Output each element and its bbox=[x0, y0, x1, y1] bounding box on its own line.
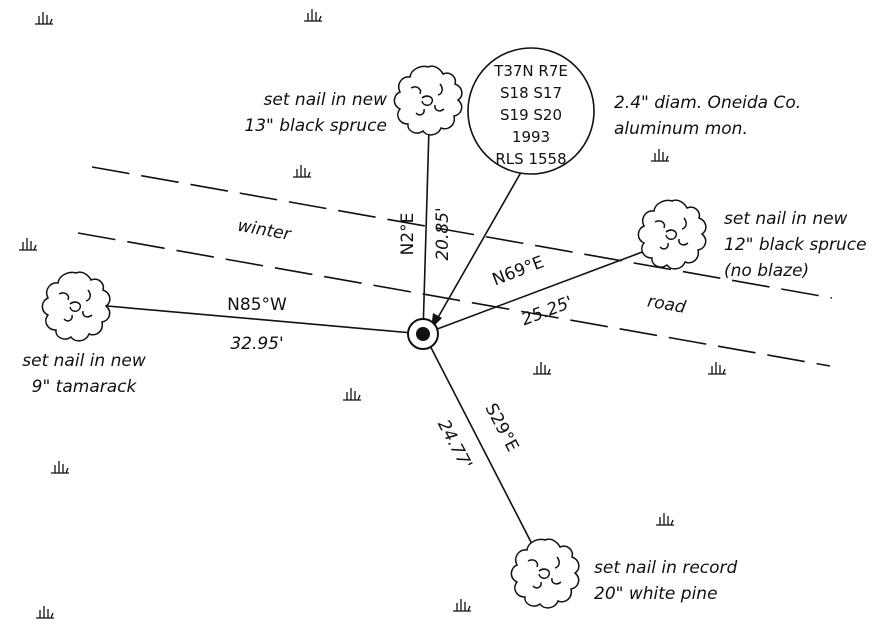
marsh-symbol-icon bbox=[35, 605, 55, 619]
tie-line-north bbox=[422, 127, 430, 335]
tie-line-west bbox=[106, 305, 425, 335]
marsh-symbol-icon bbox=[303, 8, 323, 22]
monument-callout-circle bbox=[467, 47, 595, 175]
monument-line-3: S19 S20 bbox=[500, 106, 562, 124]
tree-west-icon bbox=[41, 271, 111, 342]
tree-east-icon bbox=[637, 199, 707, 270]
tree-north-bearing: N2°E bbox=[398, 213, 418, 256]
monument-line-2: S18 S17 bbox=[500, 84, 562, 102]
tree-west-distance: 32.95' bbox=[230, 334, 283, 354]
marsh-symbol-icon bbox=[18, 237, 38, 251]
marsh-symbol-icon bbox=[342, 387, 362, 401]
monument-leader-line bbox=[435, 166, 525, 322]
tree-south-note-line-1: set nail in record bbox=[594, 558, 738, 578]
tie-line-south bbox=[423, 333, 533, 545]
tree-east-note-line-3: (no blaze) bbox=[724, 261, 809, 281]
tree-north-note-line-2: 13" black spruce bbox=[244, 116, 387, 136]
monument-center bbox=[416, 327, 430, 341]
monument-description-line-2: aluminum mon. bbox=[614, 119, 748, 139]
tree-north-distance: 20.85' bbox=[433, 207, 453, 260]
monument-line-5: RLS 1558 bbox=[495, 150, 566, 168]
tree-east-note-line-2: 12" black spruce bbox=[724, 235, 867, 255]
tree-east-bearing: N69°E bbox=[490, 252, 547, 290]
tree-north-note-line-1: set nail in new bbox=[264, 90, 388, 110]
tree-south-note-line-2: 20" white pine bbox=[594, 584, 718, 604]
marsh-symbol-icon bbox=[292, 164, 312, 178]
monument-line-4: 1993 bbox=[512, 128, 550, 146]
monument-callout-text: T37N R7E S18 S17 S19 S20 1993 RLS 1558 bbox=[493, 62, 568, 168]
marsh-symbol-icon bbox=[650, 148, 670, 162]
tree-west-bearing: N85°W bbox=[227, 295, 287, 315]
tree-east-note-line-1: set nail in new bbox=[724, 209, 848, 229]
tree-south-icon bbox=[510, 538, 580, 609]
marsh-symbol-icon bbox=[34, 11, 54, 25]
tree-north-icon bbox=[393, 65, 463, 136]
marsh-symbol-icon bbox=[532, 361, 552, 375]
tie-line-east bbox=[423, 247, 654, 335]
road-label-winter: winter bbox=[236, 216, 293, 245]
tree-south-distance: 24.77' bbox=[433, 416, 476, 472]
road-edge-south bbox=[77, 232, 831, 367]
marsh-symbol-icon bbox=[655, 512, 675, 526]
monument-description-line-1: 2.4" diam. Oneida Co. bbox=[614, 93, 801, 113]
marsh-symbol-icon bbox=[707, 361, 727, 375]
marsh-symbol-icon bbox=[452, 598, 472, 612]
tree-south-bearing: S29°E bbox=[480, 400, 522, 455]
tree-east-distance: 25.25' bbox=[519, 292, 576, 330]
marsh-symbol-icon bbox=[50, 460, 70, 474]
road-edge-north bbox=[91, 166, 833, 299]
monument-line-1: T37N R7E bbox=[493, 62, 568, 80]
tree-west-note-line-2: 9" tamarack bbox=[32, 377, 138, 397]
tree-west-note-line-1: set nail in new bbox=[22, 351, 146, 371]
road-label-road: road bbox=[646, 292, 688, 318]
